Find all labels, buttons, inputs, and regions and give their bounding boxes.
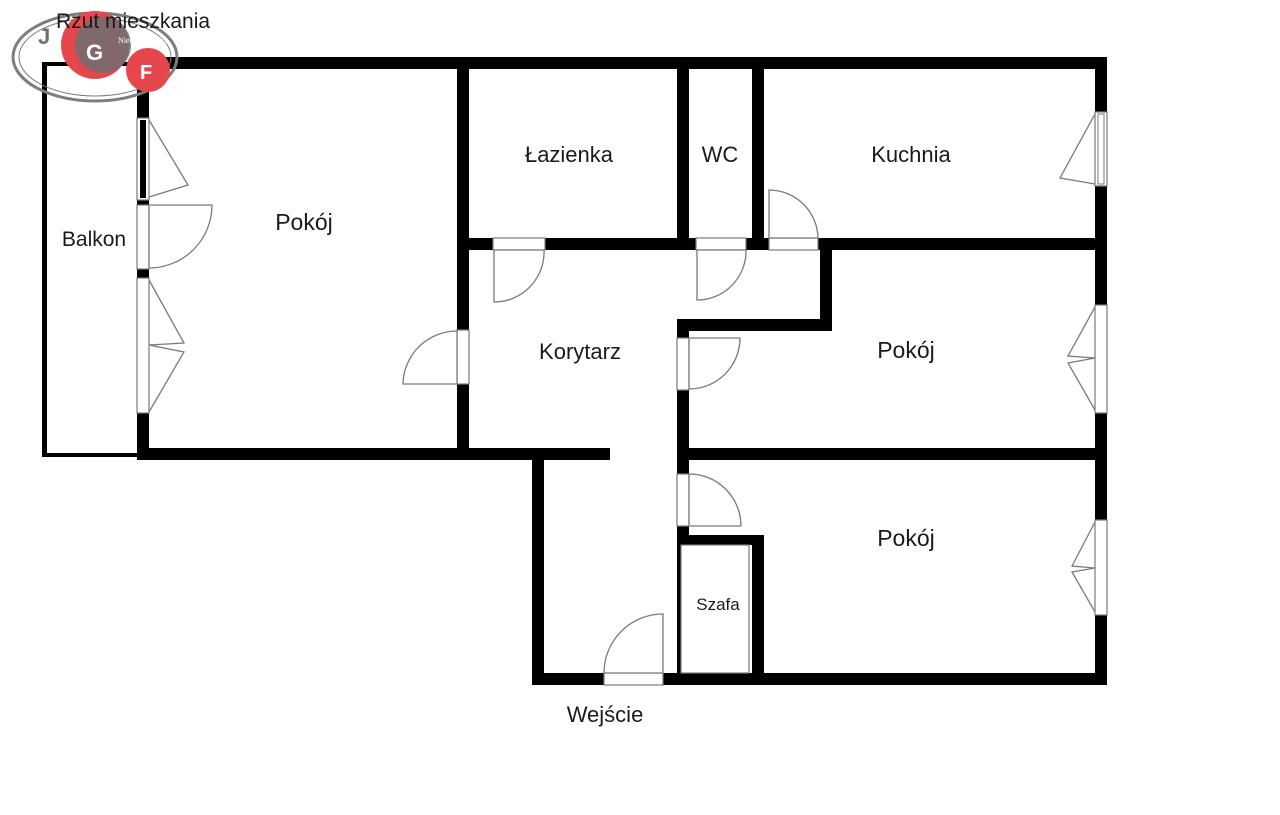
door-kitchen-frame xyxy=(768,237,819,251)
label-bathroom: Łazienka xyxy=(525,142,614,167)
wall-notch-horizontal xyxy=(677,319,832,331)
wall-bottom xyxy=(532,673,1107,685)
label-entrance: Wejście xyxy=(567,702,644,727)
door-room-bottom-swing xyxy=(688,473,742,527)
logo-letter-j: J xyxy=(38,24,50,49)
door-balcony-swing xyxy=(148,204,213,269)
windows xyxy=(136,111,1108,616)
wall-wardrobe-top xyxy=(677,535,764,545)
label-wc: WC xyxy=(702,142,739,167)
wall-middle-bottom xyxy=(677,448,1107,460)
doors xyxy=(136,189,819,686)
wall-wc-kitchen xyxy=(752,57,764,250)
door-room-bottom-frame xyxy=(676,473,690,527)
door-room-middle-frame xyxy=(676,337,690,391)
wall-living-bottom xyxy=(137,448,610,460)
door-bathroom-swing xyxy=(493,249,545,303)
wall-wardrobe-right xyxy=(752,535,764,685)
door-room-middle-swing xyxy=(688,337,741,390)
door-wc-frame xyxy=(695,237,747,251)
door-balcony-frame xyxy=(136,204,150,270)
wall-entry-left xyxy=(532,448,544,685)
wall-bath-wc xyxy=(677,57,689,250)
wall-top xyxy=(137,57,1107,69)
logo-letter-g: G xyxy=(86,40,103,65)
window-room-bottom-leaf xyxy=(1070,521,1096,613)
door-entrance-swing xyxy=(603,613,664,674)
door-entrance-frame xyxy=(603,672,664,686)
label-room-middle: Pokój xyxy=(877,337,935,363)
window-living-1-leaf xyxy=(148,119,189,198)
label-wardrobe: Szafa xyxy=(696,595,740,614)
label-living-room: Pokój xyxy=(275,209,333,235)
door-kitchen-swing xyxy=(768,189,819,239)
door-bathroom-frame xyxy=(492,237,546,251)
window-kitchen-leaf xyxy=(1058,113,1096,185)
label-room-bottom: Pokój xyxy=(877,525,935,551)
window-living-2 xyxy=(136,277,150,414)
label-corridor: Korytarz xyxy=(539,339,621,364)
balcony-rail-bottom xyxy=(42,453,142,457)
logo-tagline: Nieruchomości xyxy=(118,36,168,45)
wall-notch-vertical xyxy=(820,238,832,331)
wardrobe-front xyxy=(680,544,750,674)
wall-wardrobe-left xyxy=(677,540,682,680)
label-balcony: Balkon xyxy=(62,228,126,251)
logo-circle-red-bottom xyxy=(126,48,170,92)
door-living-frame xyxy=(456,329,470,385)
window-room-middle xyxy=(1094,304,1108,414)
door-wc-swing xyxy=(696,249,747,301)
window-room-middle-leaf xyxy=(1066,306,1096,411)
label-kitchen: Kuchnia xyxy=(871,142,951,167)
logo-letter-f: F xyxy=(140,62,152,84)
company-logo: J G F Nieruchomości xyxy=(11,11,179,103)
wall-living-corridor xyxy=(457,57,469,459)
window-room-bottom xyxy=(1094,519,1108,616)
door-living-swing xyxy=(402,330,458,385)
window-living-2-leaf xyxy=(148,279,186,413)
page-title: Rzut mieszkania xyxy=(56,10,210,33)
balcony-rail-left xyxy=(42,62,47,457)
logo-circle-gray xyxy=(75,17,131,73)
